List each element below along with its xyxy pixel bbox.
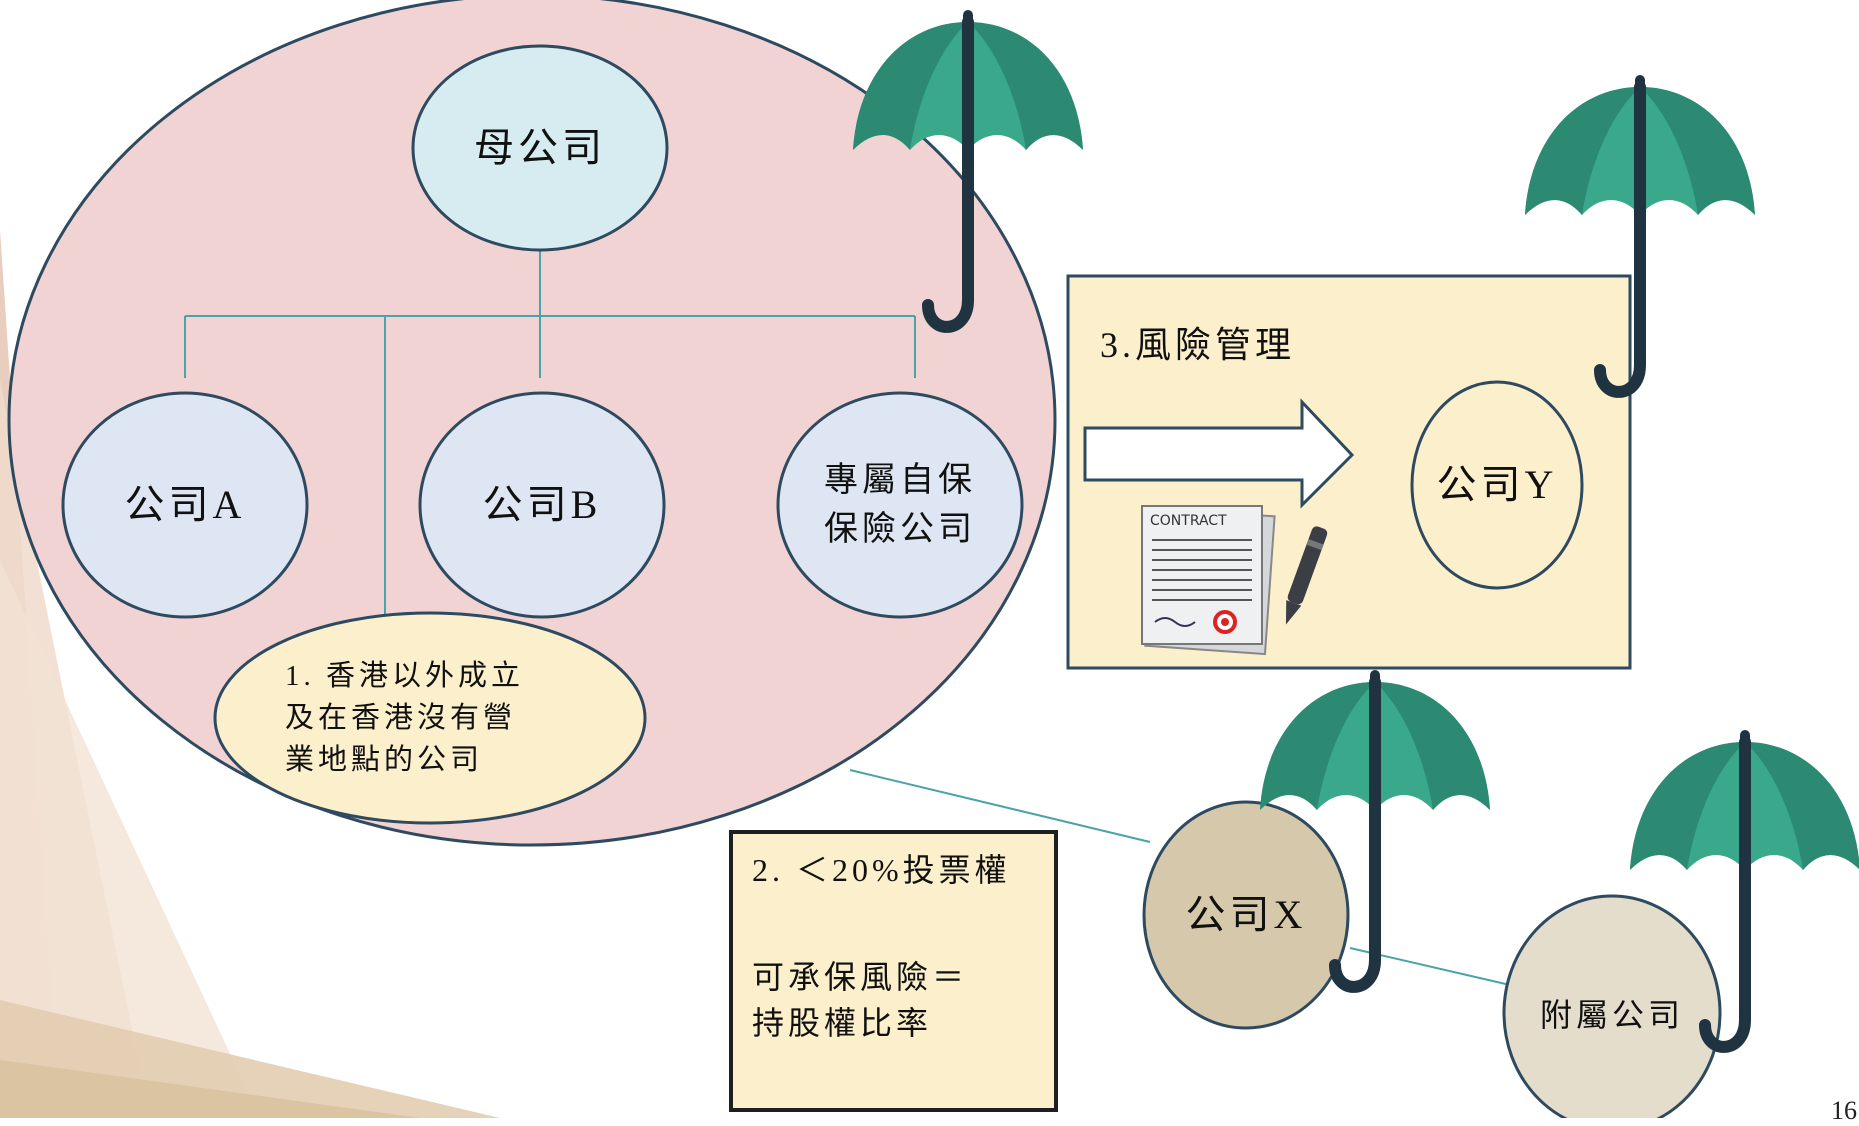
contract-label: CONTRACT (1150, 513, 1227, 529)
captive-insurer-node (776, 391, 1024, 619)
note-1-label: 1. 香港以外成立 及在香港沒有營 業地點的公司 (285, 659, 525, 777)
company-a-label: 公司A (124, 482, 246, 527)
subsidiary-label: 附屬公司 (1539, 996, 1684, 1033)
company-a-node (61, 391, 309, 619)
subsidiary-node (1502, 894, 1722, 1118)
parent-company-label: 母公司 (474, 125, 606, 170)
captive-insurer-label: 專屬自保 保險公司 (824, 461, 976, 548)
note-2-title: 2. ＜20%投票權 (752, 851, 1011, 888)
parent-company-node (411, 44, 669, 252)
risk-management-title: 3.風險管理 (1100, 324, 1296, 365)
company-y-node (1410, 380, 1584, 590)
note-1-node (213, 611, 647, 825)
tree-connectors (184, 232, 1511, 986)
arrow-right-icon (1083, 398, 1355, 509)
company-b-label: 公司B (482, 482, 602, 527)
note-2-body: 可承保風險＝ 持股權比率 (752, 958, 969, 1041)
company-x-label: 公司X (1185, 892, 1307, 937)
pen-icon (1285, 526, 1328, 625)
company-x-node (1142, 800, 1350, 1030)
note-2-box (729, 830, 1058, 1112)
company-y-label: 公司Y (1436, 462, 1558, 507)
company-b-node (418, 391, 666, 619)
contract-document-icon: CONTRACT (1141, 505, 1276, 656)
slide-number: 16 (1831, 1096, 1857, 1125)
